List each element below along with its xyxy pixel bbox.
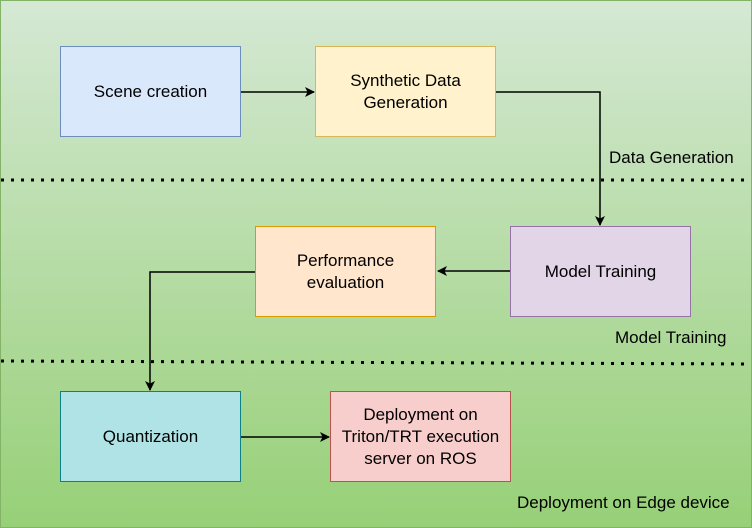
node-quantization-label: Quantization	[102, 426, 199, 446]
arrow-evaluation-to-quantization	[145, 271, 256, 391]
node-performance-evaluation-label: Performance evaluation	[296, 250, 395, 292]
node-model-training: Model Training	[510, 226, 691, 317]
node-quantization: Quantization	[60, 391, 241, 482]
node-synthetic-data-generation: Synthetic Data Generation	[315, 46, 496, 137]
node-model-training-label: Model Training	[544, 261, 657, 281]
region-label-deployment-edge: Deployment on Edge device	[517, 493, 730, 512]
region-label-model-training: Model Training	[615, 328, 727, 347]
node-scene-creation-label: Scene creation	[93, 81, 208, 101]
node-scene-creation: Scene creation	[60, 46, 241, 137]
region-label-data-generation: Data Generation	[609, 148, 734, 167]
node-deployment-label: Deployment on Triton/TRT execution serve…	[341, 404, 500, 468]
node-deployment: Deployment on Triton/TRT execution serve…	[330, 391, 511, 482]
node-performance-evaluation: Performance evaluation	[255, 226, 436, 317]
node-synthetic-data-generation-label: Synthetic Data Generation	[350, 70, 461, 112]
separator-line-bottom	[1, 359, 751, 366]
arrow-synthetic-to-training	[496, 91, 605, 226]
